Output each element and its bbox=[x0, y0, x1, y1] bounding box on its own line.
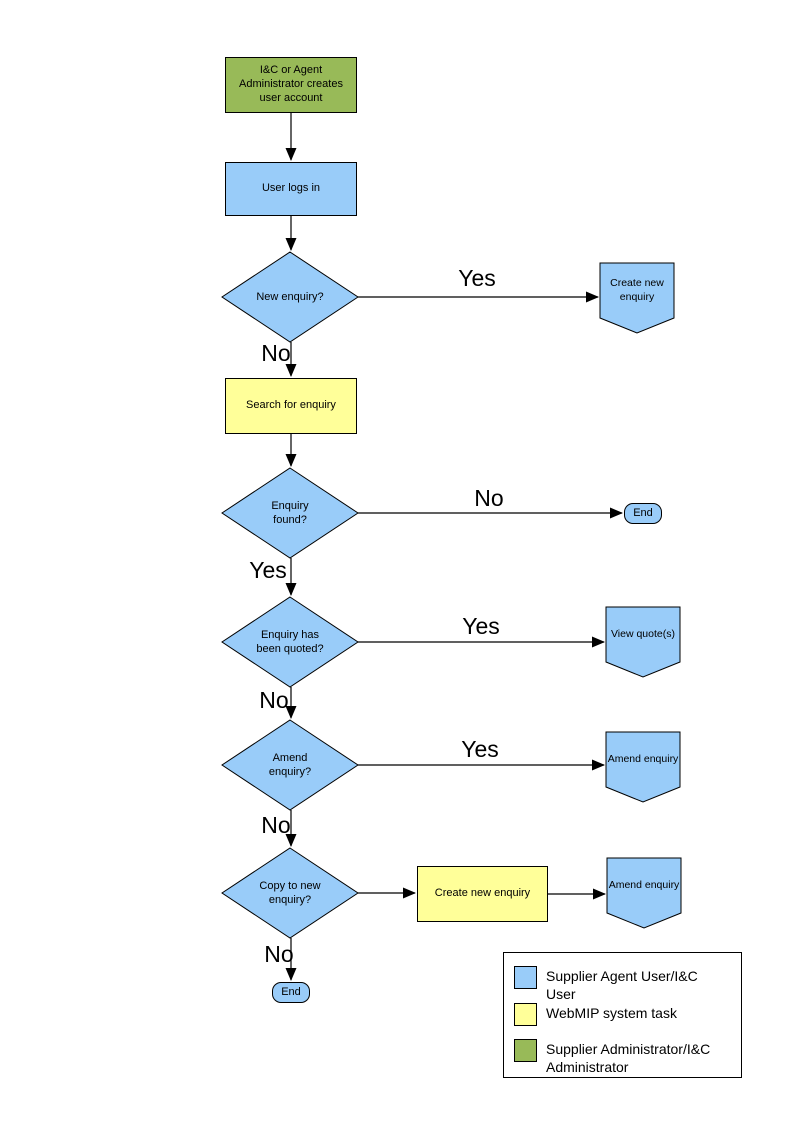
process-user-logs-in: User logs in bbox=[225, 162, 357, 216]
decision-enquiry-found-shape bbox=[221, 467, 359, 559]
offpage-create-new-enquiry-shape bbox=[599, 262, 675, 334]
edge-label-yes-enquiry-quoted: Yes bbox=[462, 613, 500, 639]
legend-row: WebMIP system task bbox=[514, 1003, 726, 1026]
decision-new-enquiry-shape bbox=[221, 251, 359, 343]
decision-enquiry-quoted-label: Enquiry has been quoted? bbox=[256, 628, 324, 655]
legend-label: Supplier Administrator/I&C Administrator bbox=[546, 1041, 711, 1075]
process-create-new-enquiry-2: Create new enquiry bbox=[417, 866, 548, 922]
edge-label-yes-amend-enquiry: Yes bbox=[461, 736, 499, 762]
legend-label: WebMIP system task bbox=[546, 1005, 677, 1021]
legend-swatch-yellow bbox=[514, 1003, 537, 1026]
offpage-amend-enquiry-2-label: Amend enquiry bbox=[608, 878, 680, 891]
terminator-end-1: End bbox=[624, 503, 662, 524]
terminator-end-2: End bbox=[272, 982, 310, 1003]
offpage-view-quotes-shape bbox=[605, 606, 681, 678]
legend-label: Supplier Agent User/I&C User bbox=[546, 968, 698, 1002]
edge-label-no-enquiry-found: No bbox=[474, 485, 504, 511]
decision-new-enquiry-label: New enquiry? bbox=[256, 290, 324, 303]
edge-label-no-enquiry-quoted: No bbox=[259, 687, 289, 713]
legend-box: Supplier Agent User/I&C User WebMIP syst… bbox=[503, 952, 742, 1078]
decision-enquiry-quoted-shape bbox=[221, 596, 359, 688]
decision-enquiry-found-label: Enquiry found? bbox=[271, 499, 309, 526]
edge-label-no-copy-to-new: No bbox=[264, 941, 294, 967]
offpage-view-quotes-label: View quote(s) bbox=[610, 627, 675, 640]
edge-label-yes-new-enquiry: Yes bbox=[458, 265, 496, 291]
process-create-account: I&C or Agent Administrator creates user … bbox=[225, 57, 357, 113]
legend-row: Supplier Administrator/I&C Administrator bbox=[514, 1039, 726, 1077]
decision-amend-enquiry-shape bbox=[221, 719, 359, 811]
connectors bbox=[285, 113, 623, 981]
legend-swatch-green bbox=[514, 1039, 537, 1062]
offpage-amend-enquiry-1-label: Amend enquiry bbox=[607, 752, 679, 765]
offpage-amend-enquiry-2-shape bbox=[606, 857, 682, 929]
legend-row: Supplier Agent User/I&C User bbox=[514, 966, 726, 1004]
process-search-for-enquiry: Search for enquiry bbox=[225, 378, 357, 434]
edge-label-no-amend-enquiry: No bbox=[261, 812, 291, 838]
edge-label-no-new-enquiry: No bbox=[261, 340, 291, 366]
decision-copy-to-new-shape bbox=[221, 847, 359, 939]
offpage-create-new-enquiry-label: Create new enquiry bbox=[610, 276, 664, 303]
offpage-amend-enquiry-1-shape bbox=[605, 731, 681, 803]
legend-swatch-blue bbox=[514, 966, 537, 989]
decision-copy-to-new-label: Copy to new enquiry? bbox=[259, 879, 321, 906]
decision-amend-enquiry-label: Amend enquiry? bbox=[268, 751, 312, 778]
edge-label-yes-enquiry-found: Yes bbox=[249, 557, 287, 583]
